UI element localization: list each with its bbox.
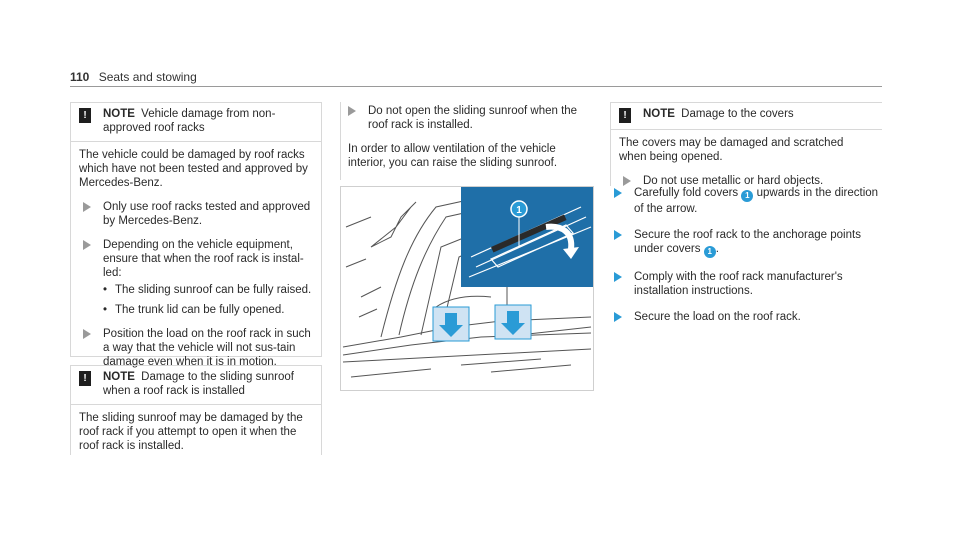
note-header: ! NOTE Vehicle damage from non-approved … [71, 103, 321, 142]
step-item: Position the load on the roof rack in su… [79, 327, 313, 369]
down-arrow-icon [439, 313, 463, 337]
down-arrow-icon [501, 311, 525, 335]
note-text: The sliding sunroof may be damaged by th… [79, 412, 303, 452]
step-text: Secure the load on the roof rack. [634, 311, 801, 323]
page-header: 110 Seats and stowing [70, 70, 197, 84]
note-sunroof-damage: ! NOTE Damage to the sliding sunroof whe… [70, 365, 322, 455]
step-arrow-icon [348, 106, 356, 116]
step-text: Only use roof racks tested and approved … [103, 201, 311, 227]
paragraph: In order to allow ventilation of the veh… [348, 143, 558, 169]
step-item: Depending on the vehicle equipment, ensu… [79, 238, 313, 317]
step-arrow-icon [614, 272, 622, 282]
step-arrow-icon [614, 230, 622, 240]
warning-icon: ! [79, 371, 91, 386]
note-header: ! NOTE Damage to the covers [611, 103, 882, 130]
page-number: 110 [70, 70, 90, 84]
step-item: Do not use metallic or hard objects. [619, 174, 874, 188]
callout-1-icon: 1 [703, 246, 716, 258]
bullet-text: The sliding sunroof can be fully raised. [115, 284, 312, 296]
note-title: Damage to the covers [681, 108, 794, 120]
note-body: The vehicle could be damaged by roof rac… [71, 142, 321, 377]
bullet-item: • The sliding sunroof can be fully raised… [103, 283, 313, 297]
bullet-text: The trunk lid can be fully opened. [115, 304, 285, 316]
step-item: Carefully fold covers 1 upwards in the d… [610, 186, 882, 216]
step-arrow-icon [623, 176, 631, 186]
roof-rack-figure: 1 [340, 186, 594, 391]
column-2-text: Do not open the sliding sunroof when the… [344, 104, 582, 170]
step-item: Secure the roof rack to the anchorage po… [610, 228, 882, 258]
warning-icon: ! [79, 108, 91, 123]
callout-label: 1 [516, 205, 522, 216]
step-item: Do not open the sliding sunroof when the… [344, 104, 582, 132]
header-divider [70, 86, 882, 87]
note-title: Vehicle damage from non-approved roof ra… [103, 108, 276, 134]
callout-1-icon: 1 [741, 190, 754, 202]
step-item: Only use roof racks tested and approved … [79, 200, 313, 228]
step-text: Do not use metallic or hard objects. [643, 175, 824, 187]
bullet-item: • The trunk lid can be fully opened. [103, 303, 313, 317]
step-text: Comply with the roof rack manufacturer's… [634, 271, 843, 297]
note-title: Damage to the sliding sunroof when a roo… [103, 371, 294, 397]
step-text: Carefully fold covers 1 upwards in the d… [634, 187, 879, 215]
column-divider [340, 102, 341, 180]
column-3-steps: Carefully fold covers 1 upwards in the d… [610, 186, 882, 324]
step-arrow-icon [614, 188, 622, 198]
step-arrow-icon [614, 312, 622, 322]
note-text: The vehicle could be damaged by roof rac… [79, 149, 308, 189]
note-body: The covers may be damaged and scratched … [611, 130, 882, 196]
note-header: ! NOTE Damage to the sliding sunroof whe… [71, 366, 321, 405]
step-arrow-icon [83, 240, 91, 250]
step-item: Comply with the roof rack manufacturer's… [610, 270, 882, 298]
warning-icon: ! [619, 108, 631, 123]
note-label: NOTE [103, 371, 135, 383]
note-label: NOTE [643, 108, 675, 120]
note-vehicle-damage: ! NOTE Vehicle damage from non-approved … [70, 102, 322, 368]
step-content: Depending on the vehicle equipment, ensu… [103, 238, 313, 317]
step-item: Secure the load on the roof rack. [610, 310, 882, 324]
note-text: The covers may be damaged and scratched … [619, 137, 844, 163]
step-text: Secure the roof rack to the anchorage po… [634, 229, 861, 258]
step-text: Depending on the vehicle equipment, ensu… [103, 239, 304, 279]
step-arrow-icon [83, 202, 91, 212]
step-text: Do not open the sliding sunroof when the… [368, 105, 578, 131]
step-arrow-icon [83, 329, 91, 339]
bullet-icon: • [103, 304, 108, 316]
section-title: Seats and stowing [98, 70, 197, 84]
step-text: Position the load on the roof rack in su… [103, 328, 311, 368]
note-label: NOTE [103, 108, 135, 120]
car-roof-illustration: 1 [342, 187, 593, 378]
note-covers-damage: ! NOTE Damage to the covers The covers m… [610, 102, 882, 187]
bullet-icon: • [103, 284, 108, 296]
